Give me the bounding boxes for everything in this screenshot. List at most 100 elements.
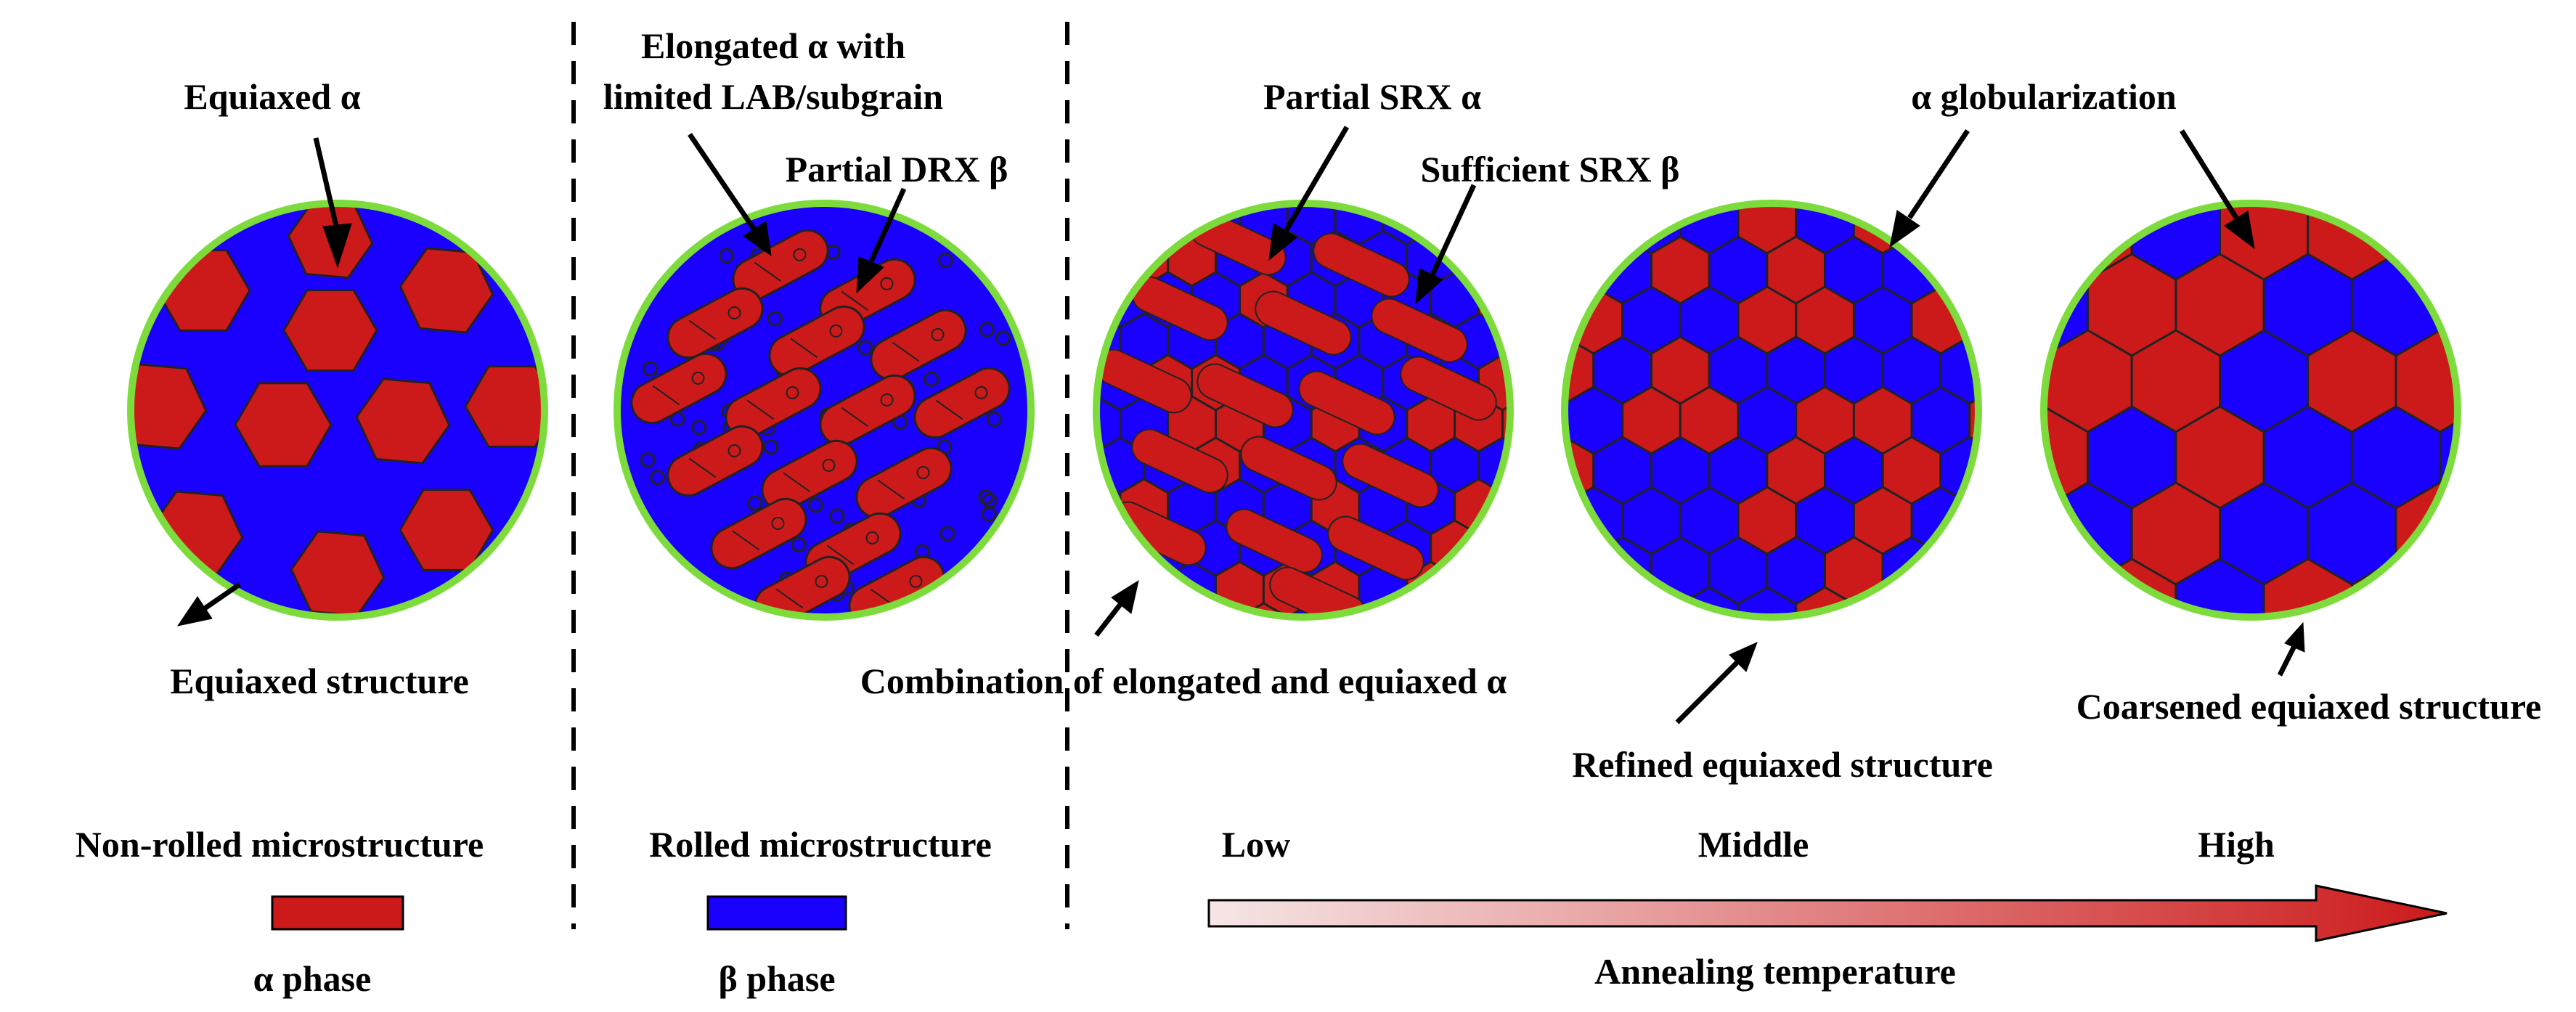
grain-cell: [2044, 203, 2090, 205]
arrow-equiaxed-structure: [203, 582, 241, 611]
annealing-temperature-arrow: [1207, 884, 2447, 942]
subgrain-particle: [979, 322, 995, 338]
elongated-alpha-grain: [1400, 356, 1497, 421]
subgrain-particle: [939, 526, 955, 542]
grain-cell: [2044, 203, 2045, 281]
grain-cell: [1939, 203, 1978, 205]
subgrain-particle: [807, 497, 823, 513]
legend-beta-swatch: [706, 895, 847, 931]
grain-cell: [1968, 385, 1978, 455]
elongated-alpha-grain: [667, 287, 764, 359]
label-sufficient-srx-beta: Sufficient SRX β: [1421, 149, 1680, 189]
grain-cell: [1968, 203, 1978, 255]
arrowhead-elongated-alpha: [743, 221, 772, 257]
arrow-alpha-globularization-right: [2180, 129, 2238, 219]
grain-cell: [1501, 395, 1510, 453]
arrow-coarsened-equiaxed: [2277, 645, 2297, 677]
grain-boundary-ring: [127, 200, 548, 621]
grain-cell: [1565, 385, 1566, 455]
elongated-alpha-grain: [667, 425, 764, 497]
grain-cell: [2439, 558, 2458, 617]
grain-cell: [1565, 536, 1595, 605]
grain-cell: [1999, 537, 2057, 604]
legend-alpha-swatch: [271, 895, 404, 931]
grain-cell: [1939, 536, 1978, 605]
grain-cell: [1430, 602, 1480, 617]
arrow-elongated-alpha: [688, 133, 757, 232]
grain-boundary-ring: [1561, 200, 1982, 621]
grain-cell: [1912, 559, 2000, 661]
grain-cell: [1143, 602, 1194, 617]
label-rolled: Rolled microstructure: [649, 824, 992, 865]
elongated-alpha-grain: [1342, 443, 1439, 508]
grain-cell: [2087, 203, 2177, 205]
grain-cell: [1565, 285, 1566, 355]
arrow-refined-equiaxed: [1675, 658, 1741, 725]
subgrain-particle: [981, 506, 997, 522]
grain-cell: [1526, 272, 1574, 327]
elongated-alpha-grain: [761, 439, 858, 512]
arrowhead-refined-equiaxed: [1729, 642, 1758, 672]
alpha-grain: [355, 378, 451, 465]
grain-cell: [1501, 312, 1510, 370]
grain-boundary-ring: [614, 200, 1035, 621]
grain-cell: [1565, 486, 1566, 555]
grain-cell: [1167, 203, 1217, 205]
elongated-alpha-grain: [710, 497, 807, 570]
arrow-partial-drx-beta: [868, 187, 907, 263]
subgrain-particle: [691, 420, 707, 436]
grain-cell: [2044, 481, 2045, 586]
grain-cell: [2439, 203, 2458, 205]
grain-cell: [1565, 203, 1566, 255]
elongated-alpha-grain: [870, 309, 967, 381]
grain-cell: [1968, 486, 1978, 555]
grain-cell: [1939, 235, 1978, 305]
grain-cell: [1968, 285, 1978, 355]
elongated-alpha-grain: [1197, 363, 1294, 428]
circle-rolled-elongated: [614, 200, 1035, 621]
grain-cell: [1565, 586, 1624, 617]
grain-cell: [1096, 354, 1098, 412]
alpha-grain: [464, 365, 545, 448]
grain-cell: [2394, 203, 2458, 281]
arrow-equiaxed-alpha: [313, 137, 341, 233]
grain-cell: [1501, 478, 1510, 536]
label-equiaxed-alpha: Equiaxed α: [184, 76, 360, 117]
grain-cell: [1096, 519, 1098, 577]
grains: [1912, 178, 2572, 661]
subgrain-particle: [640, 452, 656, 468]
elongated-alpha-grain: [1298, 370, 1395, 436]
arrowhead-equiaxed-structure: [176, 596, 213, 627]
grain-cell: [1824, 203, 1884, 205]
grain-cell: [1478, 237, 1536, 303]
elongated-alpha-grain: [819, 374, 916, 446]
elongated-alpha-grain: [1255, 290, 1352, 356]
label-refined-equiaxed: Refined equiaxed structure: [1572, 744, 1993, 785]
grain-cell: [1910, 586, 1971, 617]
label-low: Low: [1222, 824, 1290, 865]
label-elongated-alpha-line1: Elongated α with: [641, 25, 905, 66]
subgrain-particle: [719, 248, 735, 264]
grain-cell: [1096, 203, 1098, 246]
grain-cell: [1766, 203, 1826, 205]
subgrain-particle: [791, 536, 807, 552]
label-partial-drx-beta: Partial DRX β: [786, 149, 1008, 189]
grain-cell: [1096, 203, 1146, 246]
subgrain-particle: [857, 340, 873, 356]
arrowhead-alpha-globularization-right: [2224, 211, 2255, 250]
grain-cell: [2484, 178, 2572, 279]
grain-cell: [1501, 229, 1510, 287]
grain-cell: [2262, 203, 2353, 205]
grain-cell: [1501, 560, 1510, 617]
elongated-alpha-grain: [725, 367, 822, 439]
grain-cell: [1881, 203, 1942, 205]
grain-cell: [1477, 602, 1510, 617]
circle-middle-temp-refined: [1478, 200, 2057, 621]
grain-cell: [2484, 330, 2572, 432]
elongated-alpha-grain: [768, 305, 865, 378]
arrowhead-coarsened-equiaxed: [2284, 621, 2305, 653]
arrowhead-equiaxed-alpha: [322, 223, 352, 269]
alpha-grain: [131, 363, 208, 450]
grain-cell: [1191, 602, 1241, 617]
arrowhead-sufficient-srx-beta: [1415, 268, 1443, 305]
